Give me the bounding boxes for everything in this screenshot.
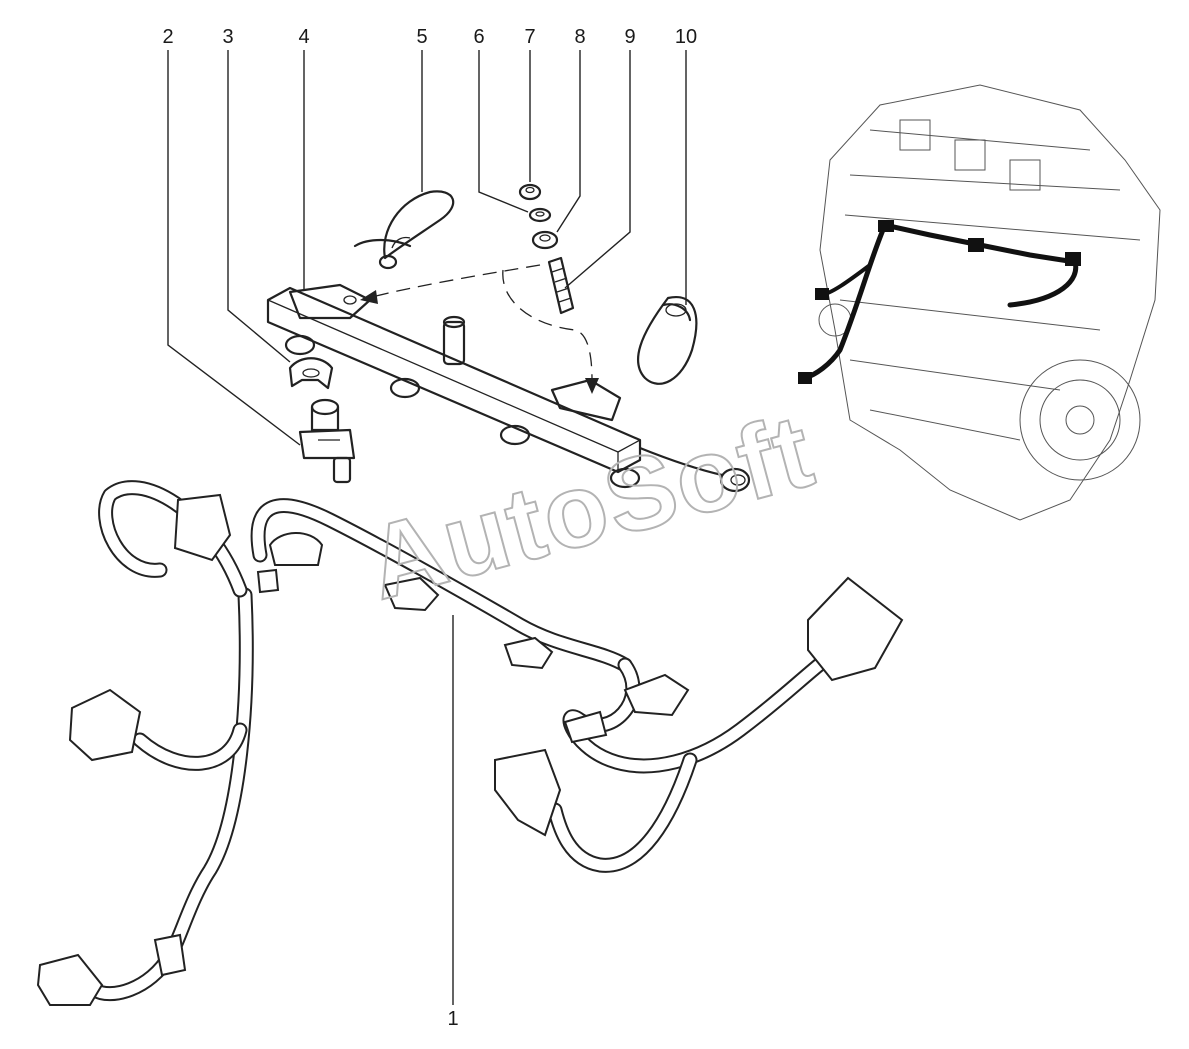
- callout-labels: 2 3 4 5 6 7 8 9 10 1: [162, 26, 697, 1030]
- hose-clamp-10: [636, 295, 698, 385]
- fuel-injector-2: [298, 398, 356, 484]
- watermark-text: AutoSoft: [356, 392, 825, 622]
- callout-7: 7: [524, 26, 535, 48]
- engine-location-view: [798, 84, 1161, 521]
- callout-1: 1: [447, 1008, 458, 1030]
- hose-clamp-5: [353, 190, 455, 270]
- wiring-harness-1: [36, 480, 904, 1006]
- washer-8: [531, 230, 559, 250]
- fuel-rail-4: [266, 283, 751, 493]
- callout-10: 10: [675, 26, 697, 48]
- watermark: AutoSoft: [355, 391, 826, 623]
- callout-4: 4: [298, 26, 309, 48]
- callout-3: 3: [222, 26, 233, 48]
- injector-clip-3: [288, 357, 334, 390]
- stud-9: [547, 256, 575, 315]
- callout-2: 2: [162, 26, 173, 48]
- leader-lines: [167, 50, 687, 1005]
- callout-8: 8: [574, 26, 585, 48]
- washer-6: [528, 207, 552, 223]
- assembly-arrows: [360, 264, 599, 394]
- callout-5: 5: [416, 26, 427, 48]
- nut-7: [518, 183, 542, 201]
- callout-9: 9: [624, 26, 635, 48]
- callout-6: 6: [473, 26, 484, 48]
